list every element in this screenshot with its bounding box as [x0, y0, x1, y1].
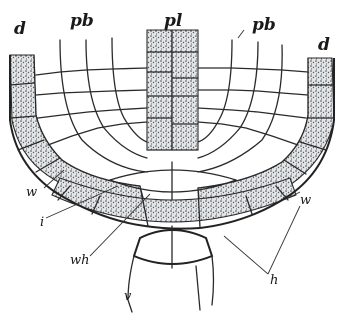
label-pl: pl — [164, 11, 183, 31]
label-d-right: d — [318, 35, 330, 55]
root-cap-cell — [127, 225, 215, 313]
label-pb-left: pb — [70, 11, 94, 31]
label-d-left: d — [14, 19, 26, 39]
cap-cell-outline — [132, 229, 214, 265]
label-w-left: w — [26, 185, 37, 200]
outer-wall-left — [9, 55, 146, 227]
label-wh: wh — [70, 253, 90, 268]
initial-cells — [57, 161, 289, 229]
plerome-cells — [146, 29, 199, 151]
label-pb-right: pb — [252, 15, 276, 35]
label-w-right: w — [300, 193, 311, 208]
leader-lines — [43, 29, 301, 275]
label-v: v — [124, 289, 132, 304]
dermatogen-left — [9, 54, 146, 206]
label-h: h — [270, 273, 278, 288]
label-i: i — [40, 215, 44, 230]
outer-wall-right — [199, 58, 335, 229]
